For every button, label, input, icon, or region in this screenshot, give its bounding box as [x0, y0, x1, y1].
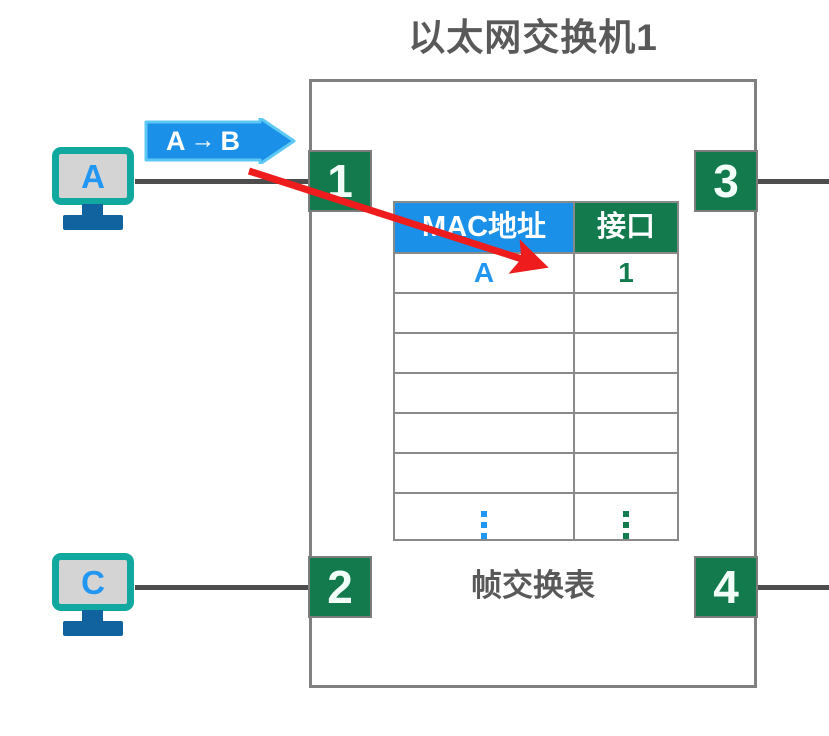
port-number: 3 — [713, 155, 739, 207]
cell-mac-address — [393, 452, 575, 494]
frame-source-label: A — [166, 125, 186, 156]
frame-label: A → B — [144, 118, 262, 164]
right-arrow-icon: → — [190, 125, 216, 154]
switch-port-2[interactable]: 2 — [308, 556, 372, 618]
page-title: 以太网交换机1 — [408, 17, 658, 58]
cell-interface — [573, 292, 679, 334]
frame-badge-a-to-b: A → B — [144, 118, 296, 164]
host-computer-c[interactable]: C — [48, 551, 138, 639]
cell-mac-address-ellipsis — [393, 492, 575, 541]
table-row — [393, 332, 679, 374]
table-row — [393, 412, 679, 454]
frame-destination-label: B — [220, 125, 241, 156]
table-row — [393, 372, 679, 414]
monitor-neck — [82, 204, 103, 216]
monitor-base — [63, 621, 123, 636]
cell-interface — [573, 412, 679, 454]
cell-interface — [573, 372, 679, 414]
link-port-4-outbound — [755, 585, 829, 590]
cell-mac-address — [393, 292, 575, 334]
table-row-ellipsis — [393, 492, 679, 541]
port-number: 2 — [327, 561, 353, 613]
monitor-base — [63, 215, 123, 230]
host-label: C — [81, 563, 105, 601]
table-caption: 帧交换表 — [471, 568, 595, 603]
link-port-3-outbound — [755, 179, 829, 184]
cell-mac-address — [393, 412, 575, 454]
monitor-neck — [82, 610, 103, 622]
switch-port-4[interactable]: 4 — [694, 556, 758, 618]
table-row: A 1 — [393, 252, 679, 294]
cell-interface — [573, 452, 679, 494]
column-header-interface: 接口 — [573, 201, 679, 254]
link-host-a-to-port-1 — [135, 179, 315, 184]
link-host-c-to-port-2 — [135, 585, 315, 590]
cell-interface — [573, 332, 679, 374]
switch-port-1[interactable]: 1 — [308, 150, 372, 212]
column-header-mac-address: MAC地址 — [393, 201, 575, 254]
vertical-ellipsis-icon — [481, 511, 487, 539]
switch-port-3[interactable]: 3 — [694, 150, 758, 212]
frame-arrow-shape — [144, 118, 296, 164]
host-computer-a[interactable]: A — [48, 145, 138, 233]
host-label: A — [81, 157, 105, 195]
monitor-icon: A — [52, 147, 134, 205]
monitor-icon: C — [52, 553, 134, 611]
vertical-ellipsis-icon — [623, 511, 629, 539]
port-number: 1 — [327, 155, 353, 207]
table-header-row: MAC地址 接口 — [393, 201, 679, 254]
table-row — [393, 452, 679, 494]
cell-mac-address: A — [393, 252, 575, 294]
cell-mac-address — [393, 372, 575, 414]
cell-interface: 1 — [573, 252, 679, 294]
cell-interface-ellipsis — [573, 492, 679, 541]
port-number: 4 — [713, 561, 739, 613]
cell-mac-address — [393, 332, 575, 374]
table-row — [393, 292, 679, 334]
frame-switching-table: MAC地址 接口 A 1 — [393, 201, 679, 541]
